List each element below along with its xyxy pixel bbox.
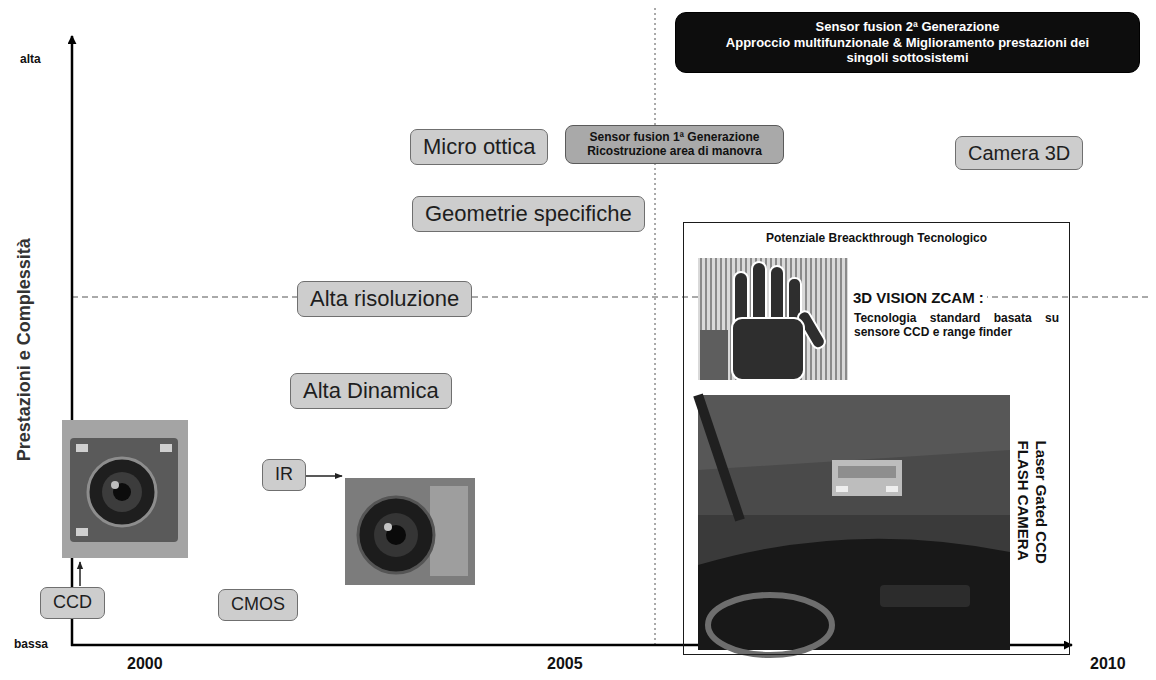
technology-description: Tecnologia standard basata su sensore CC… <box>854 311 1059 340</box>
panel-heading: Potenziale Breackthrough Tecnologico <box>704 231 1049 245</box>
technology-name: 3D VISION ZCAM : <box>850 289 987 307</box>
technology-box: Alta risoluzione <box>297 281 472 317</box>
technology-box: IR <box>262 459 306 491</box>
goal-box: Sensor fusion 2ª GenerazioneApproccio mu… <box>675 12 1140 73</box>
node-text: Alta risoluzione <box>310 286 459 312</box>
axis-year: 2005 <box>547 654 583 673</box>
node-text: CCD <box>53 592 92 614</box>
technology-box: Camera 3D <box>955 136 1083 170</box>
node-text: Alta Dinamica <box>303 378 439 404</box>
node-text: Geometrie specifiche <box>425 201 632 227</box>
ir-camera-photo <box>345 478 475 585</box>
technology-box: Geometrie specifiche <box>412 196 645 232</box>
node-text: Camera 3D <box>968 141 1070 165</box>
leader-arrow <box>302 475 342 477</box>
technology-box: CCD <box>40 587 105 619</box>
technology-box: CMOS <box>218 589 298 621</box>
technology-name: Laser Gated CCD FLASH CAMERA <box>1013 441 1049 606</box>
node-text: Sensor fusion 2ª Generazione <box>808 19 1008 35</box>
depth-image-hand <box>698 258 848 380</box>
guide-line <box>72 297 1150 298</box>
axis-title: Prestazioni e Complessità <box>13 238 35 461</box>
axis-level: bassa <box>14 637 48 651</box>
axis-year: 2010 <box>1090 654 1126 673</box>
technology-box: Sensor fusion 1ª Generazione Ricostruzio… <box>565 125 784 164</box>
breakthrough-panel: Potenziale Breackthrough Tecnologico 3D V… <box>683 222 1070 655</box>
technology-box: Micro ottica <box>410 129 548 165</box>
guide-line <box>655 8 656 645</box>
axis-level: alta <box>20 52 41 66</box>
node-text: Approccio multifunzionale & Migliorament… <box>710 35 1105 66</box>
dashboard-camera-image <box>698 395 1010 655</box>
technology-box: Alta Dinamica <box>290 373 452 409</box>
leader-arrow <box>79 562 81 586</box>
node-text: Micro ottica <box>423 134 535 160</box>
node-text: IR <box>275 464 293 486</box>
ccd-camera-photo <box>62 420 188 558</box>
node-text: Sensor fusion 1ª Generazione Ricostruzio… <box>572 130 777 159</box>
node-text: CMOS <box>231 594 285 616</box>
axis-year: 2000 <box>127 654 163 673</box>
